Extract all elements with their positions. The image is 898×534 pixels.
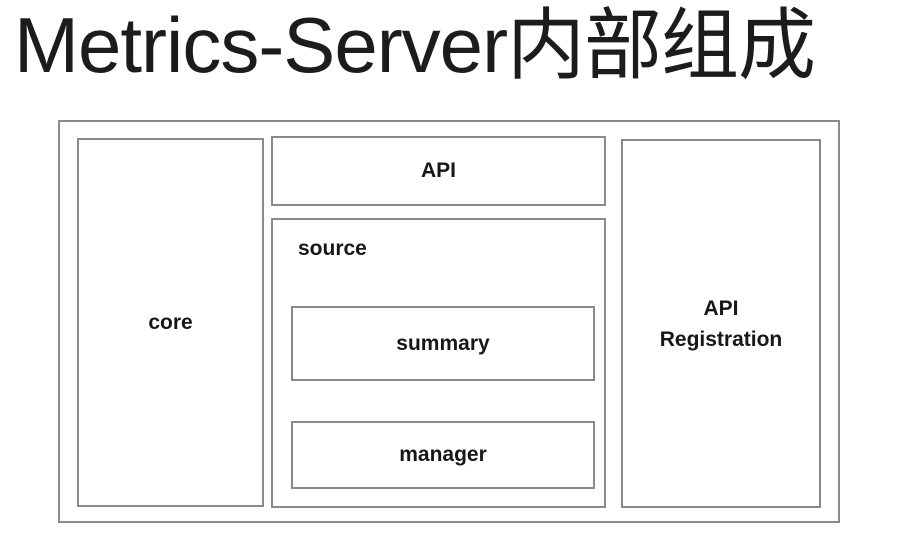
- api-registration-label-line2: Registration: [659, 327, 783, 351]
- api-registration-box: API Registration: [621, 139, 821, 508]
- source-label: source: [298, 237, 367, 260]
- api-box: API: [271, 136, 606, 206]
- summary-label: summary: [396, 331, 490, 355]
- api-label: API: [420, 159, 456, 182]
- core-box: core: [77, 138, 264, 507]
- manager-label: manager: [399, 443, 487, 466]
- source-box: source summary manager: [271, 218, 606, 508]
- core-label: core: [148, 310, 193, 334]
- metrics-server-outer-box: core API source summary manager API Regi…: [58, 120, 840, 523]
- manager-box: manager: [291, 421, 595, 489]
- api-registration-label-line1: API: [703, 296, 739, 320]
- summary-box: summary: [291, 306, 595, 381]
- page-title: Metrics-Server内部组成: [14, 1, 816, 89]
